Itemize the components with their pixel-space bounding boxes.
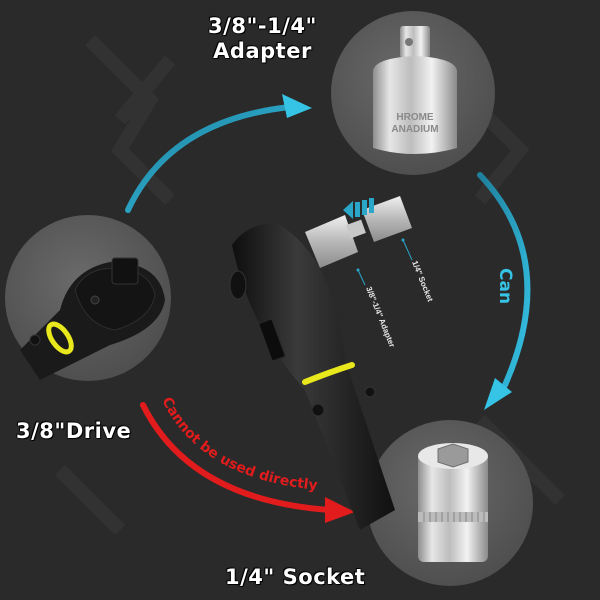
callout-socket: 1/4" Socket <box>401 238 435 303</box>
adapter-socket-assembly <box>305 196 412 268</box>
adapter-title-line1: 3/8"-1/4" <box>207 13 317 38</box>
can-arrow-top <box>125 94 312 213</box>
callout-socket-label: 1/4" Socket <box>410 259 435 303</box>
insert-direction-icon <box>343 198 374 219</box>
adapter-engraving-2: ANADIUM <box>391 124 438 135</box>
cannot-label: Cannot be used directly <box>158 395 318 494</box>
can-label: Can <box>495 268 515 304</box>
cannot-arrow <box>140 402 355 523</box>
adapter-engraving-1: HROME <box>396 112 434 123</box>
ratchet-product-image <box>20 257 165 380</box>
socket-title-text: 1/4" Socket <box>224 564 366 589</box>
adapter-title-line2: Adapter <box>213 38 312 63</box>
drive-title-text: 3/8"Drive <box>15 418 132 443</box>
cannot-label-path: Cannot be used directly <box>158 395 318 494</box>
callout-adapter-label: 3/8"-1/4" Adapter <box>364 285 397 348</box>
callout-adapter: 3/8"-1/4" Adapter <box>356 268 397 349</box>
socket-product-image <box>418 443 488 562</box>
can-arrow-right <box>477 172 531 410</box>
ratchet-main-image <box>229 224 395 530</box>
adapter-product-image: HROME ANADIUM <box>373 26 457 154</box>
drive-title: 3/8"Drive <box>15 418 146 444</box>
socket-title: 1/4" Socket <box>224 564 385 590</box>
adapter-title: 3/8"-1/4" Adapter <box>205 13 320 64</box>
